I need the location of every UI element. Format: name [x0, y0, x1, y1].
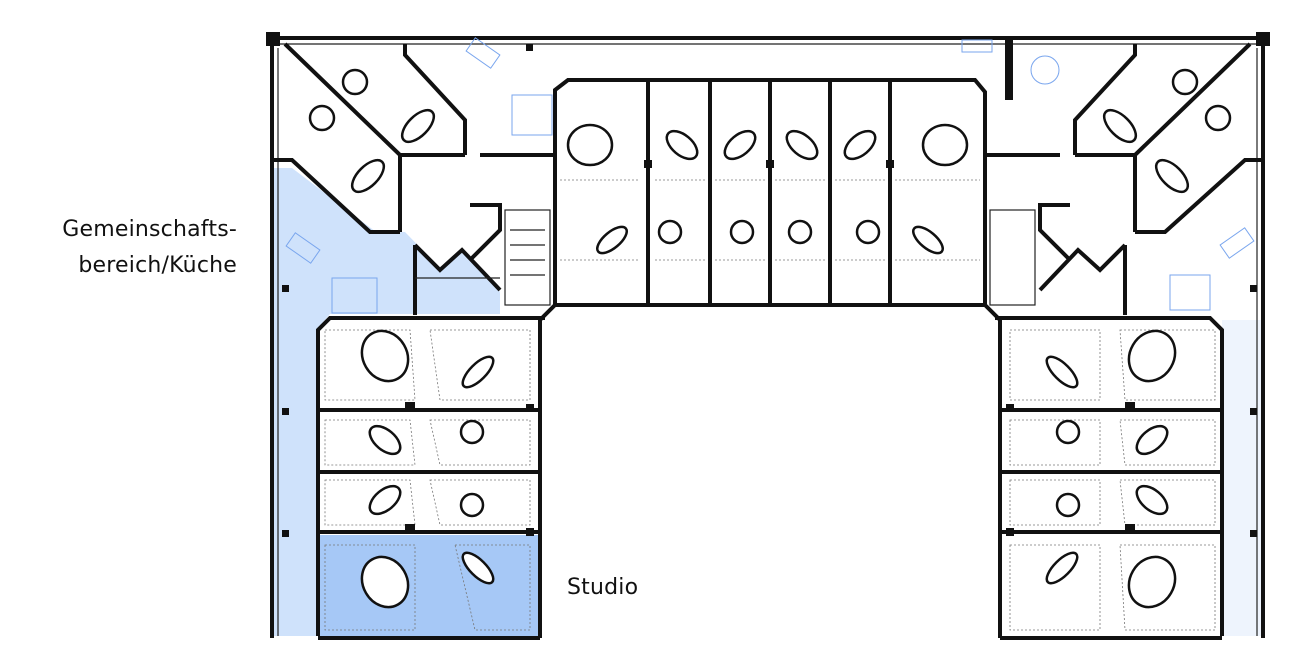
lower-wing-units [318, 329, 1222, 631]
central-units [560, 80, 980, 305]
common-area-label-line2: bereich/Küche [78, 253, 237, 278]
studio-zone[interactable] [318, 535, 540, 636]
structural-columns [282, 44, 1257, 537]
common-area-zone[interactable] [272, 168, 500, 636]
left-corner-units [272, 42, 555, 315]
common-area-label-line1: Gemeinschafts- [62, 217, 237, 242]
common-area-label: Gemeinschafts- bereich/Küche [62, 212, 237, 284]
furniture-icons [285, 37, 1255, 314]
studio-label: Studio [567, 575, 639, 600]
common-area-right-zone [1222, 320, 1265, 636]
bathroom-fixture-icons [308, 68, 1232, 609]
right-corner-units [985, 40, 1263, 315]
